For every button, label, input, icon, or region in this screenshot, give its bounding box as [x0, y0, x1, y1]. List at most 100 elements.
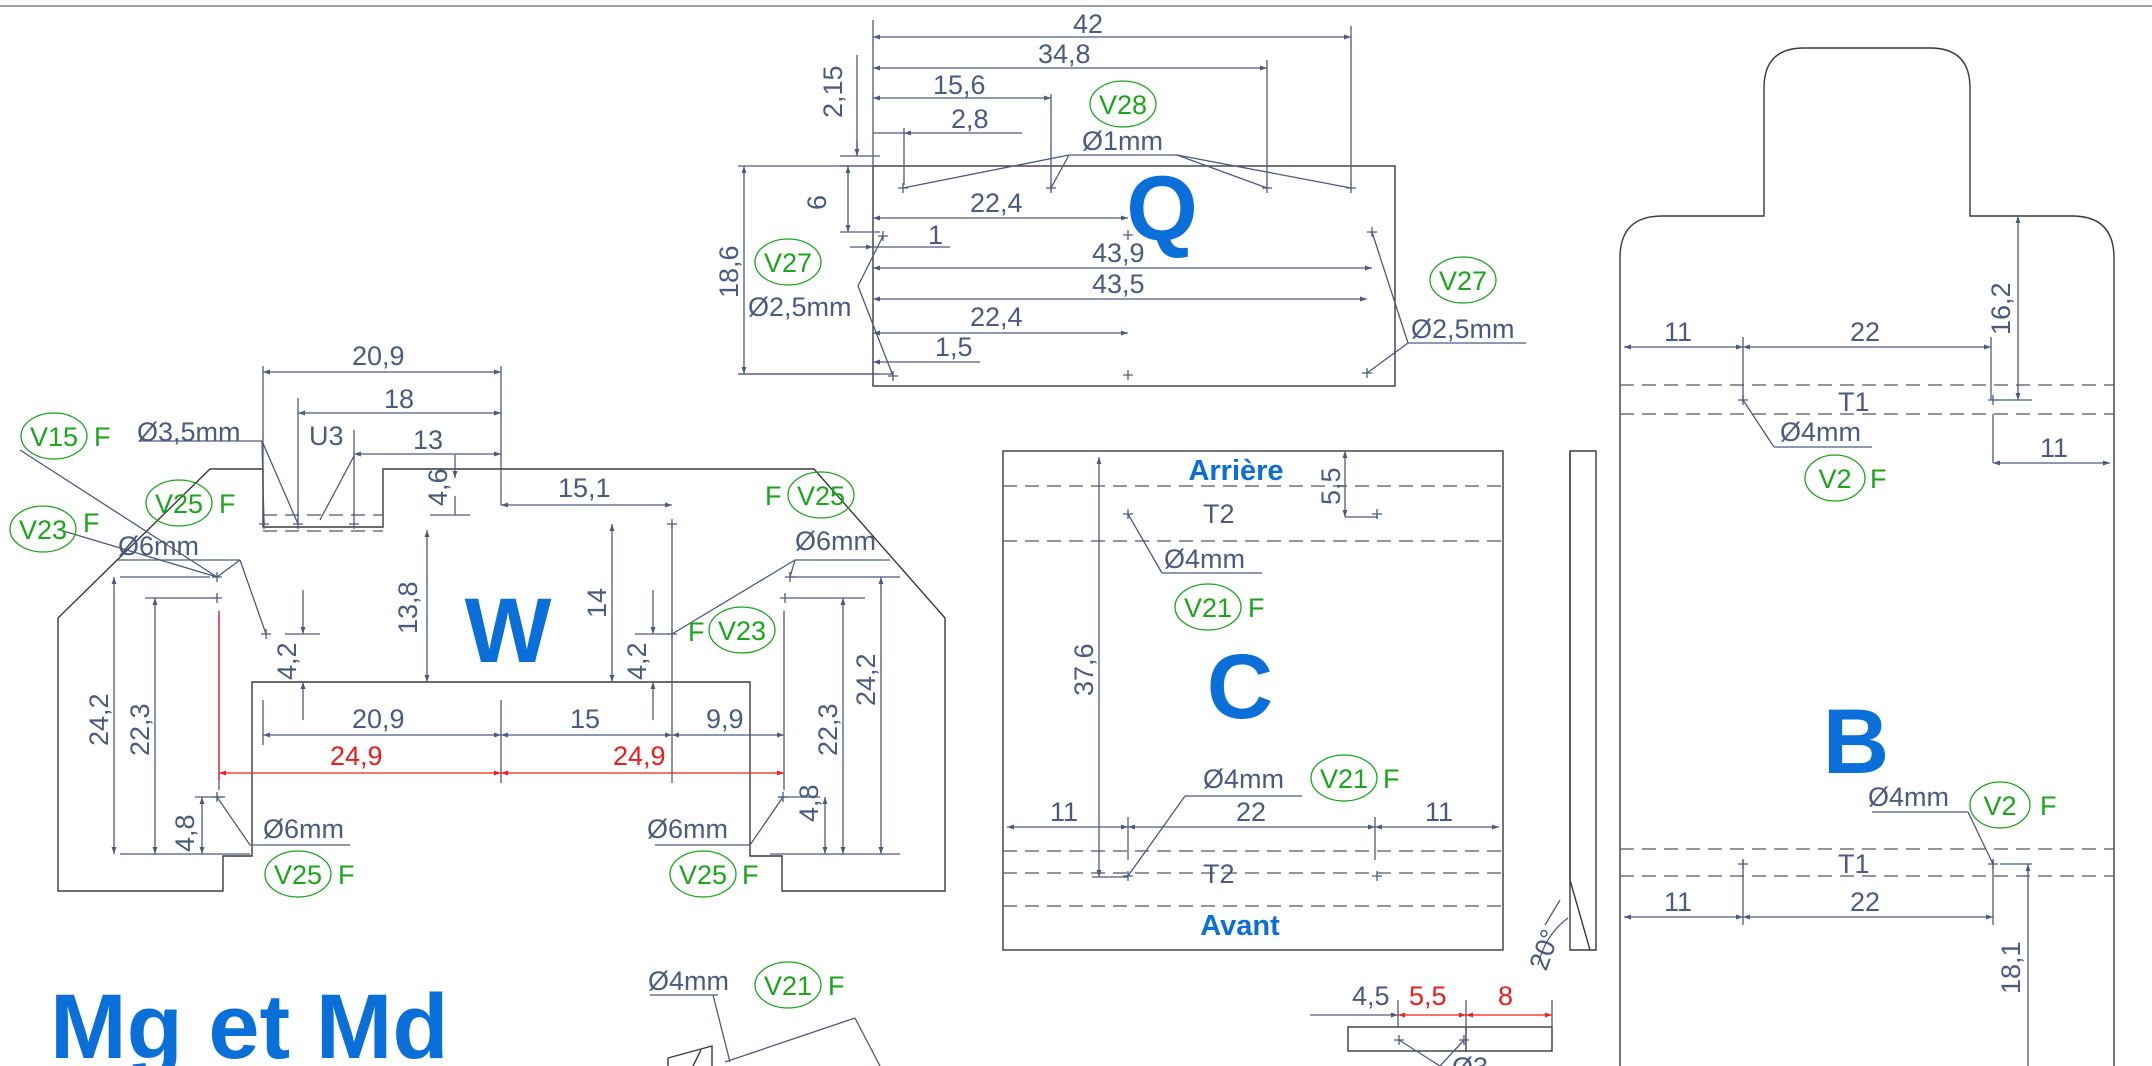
- w-dim-13-8: 13,8: [393, 530, 430, 682]
- svg-text:22,3: 22,3: [813, 703, 843, 756]
- w-tag-v23-left: V23 F: [9, 505, 100, 553]
- w-hole-3-5mm-label: Ø3,5mm: [137, 417, 241, 447]
- q-dim-1: 1: [850, 220, 950, 250]
- w-dim-4-8-right: 4,8: [794, 784, 828, 854]
- w-dim-24-9-left: 24,9: [218, 611, 501, 780]
- w-tag-v15: V15 F: [20, 412, 111, 460]
- part-c-label: C: [1207, 636, 1273, 738]
- part-b-outline: [1619, 47, 2115, 1066]
- part-q-outline: [872, 165, 1396, 387]
- part-b-t1-top: T1: [1838, 387, 1870, 417]
- w-u3-label: U3: [309, 421, 344, 451]
- svg-text:4,6: 4,6: [423, 468, 453, 506]
- small-plate-dim-5-5: 5,5: [1409, 981, 1447, 1011]
- part-b: T1 B T1 11 22 16,2 11: [1619, 47, 2115, 1066]
- svg-text:11: 11: [1050, 797, 1078, 827]
- svg-text:11: 11: [1664, 317, 1692, 347]
- svg-text:14: 14: [582, 588, 612, 618]
- w-dim-15-1: 15,1: [501, 473, 672, 508]
- part-c: Arrière T2 C T2 Avant 5,5 37,6 11 22 11: [1002, 450, 1504, 951]
- b-dim-11-top: 11: [1624, 317, 1743, 350]
- c-leaders: [1127, 513, 1302, 877]
- svg-text:F: F: [338, 860, 355, 890]
- svg-text:4,2: 4,2: [622, 642, 652, 680]
- w-dim-9-9: 9,9: [672, 704, 784, 738]
- w-hole-6mm-right-top-label: Ø6mm: [795, 526, 876, 556]
- svg-text:V27: V27: [764, 248, 812, 278]
- w-dim-14: 14: [582, 524, 615, 682]
- c-dim-22: 22: [1128, 797, 1376, 860]
- svg-text:V2: V2: [1983, 791, 2016, 821]
- w-hole-6mm-left-top-label: Ø6mm: [118, 531, 199, 561]
- svg-text:37,6: 37,6: [1069, 643, 1099, 696]
- part-c-t2-bottom: T2: [1203, 859, 1235, 889]
- mg-tag-v21: V21 F: [754, 961, 845, 1009]
- q-dim-18-6: 18,6: [714, 166, 747, 374]
- q-dim-22-4-top: 22,4: [873, 188, 1128, 221]
- q-dim-43-9: 43,9: [873, 238, 1372, 271]
- svg-text:V25: V25: [797, 481, 845, 511]
- svg-text:V23: V23: [19, 515, 67, 545]
- svg-text:13: 13: [413, 425, 443, 455]
- svg-text:F: F: [742, 860, 759, 890]
- part-c-avant-label: Avant: [1200, 910, 1280, 942]
- w-leaders: [19, 440, 890, 846]
- c-hole-4mm-top-label: Ø4mm: [1164, 544, 1245, 574]
- w-dim-4-2-right: 4,2: [622, 590, 670, 720]
- svg-text:9,9: 9,9: [706, 704, 744, 734]
- svg-text:F: F: [83, 508, 100, 538]
- w-dim-24-9-right: 24,9: [501, 741, 784, 776]
- svg-text:6: 6: [802, 195, 832, 210]
- q-dim-1-5: 1,5: [873, 332, 980, 365]
- svg-text:43,5: 43,5: [1092, 269, 1145, 299]
- svg-text:1: 1: [928, 220, 943, 250]
- svg-text:F: F: [688, 617, 705, 647]
- small-plate-dim-4-5: 4,5: [1352, 981, 1390, 1011]
- q-leaders: [857, 154, 1526, 377]
- w-tag-v25-top-left: V25 F: [145, 479, 236, 527]
- svg-text:F: F: [219, 489, 236, 519]
- part-c-t2-top: T2: [1203, 499, 1235, 529]
- c-tag-v21-top: V21 F: [1174, 583, 1265, 631]
- svg-text:V28: V28: [1099, 90, 1147, 120]
- svg-text:22,4: 22,4: [970, 188, 1023, 218]
- w-tag-v25-bottom-right: V25 F: [669, 850, 759, 898]
- svg-text:11: 11: [1664, 887, 1692, 917]
- w-tag-v23-right: F V23: [688, 606, 776, 654]
- q-hole-2-5mm-right-label: Ø2,5mm: [1411, 314, 1515, 344]
- b-dim-11-right: 11: [1993, 433, 2110, 466]
- b-hole-4mm-bottom-label: Ø4mm: [1868, 782, 1949, 812]
- svg-text:2,8: 2,8: [951, 104, 989, 134]
- b-dim-22-top: 22: [1743, 317, 1991, 350]
- c-dim-11-left: 11: [1007, 797, 1129, 860]
- mg-fragment: Ø4mm V21 F: [648, 961, 881, 1066]
- svg-text:24,9: 24,9: [613, 741, 666, 771]
- small-plate-hole-3-label: Ø3: [1452, 1052, 1488, 1066]
- svg-text:F: F: [828, 971, 845, 1001]
- b-tag-v2-top: V2 F: [1804, 454, 1887, 502]
- svg-text:15,6: 15,6: [933, 70, 986, 100]
- svg-text:F: F: [2040, 791, 2057, 821]
- w-dim-4-8-left: 4,8: [170, 797, 205, 854]
- c-dim-37-6: 37,6: [1069, 457, 1128, 878]
- side-plate-angle-20: 20°: [1523, 899, 1569, 974]
- part-w-slot: [263, 514, 383, 532]
- part-w-label: W: [465, 580, 552, 682]
- svg-text:5,5: 5,5: [1316, 467, 1346, 505]
- svg-text:22,4: 22,4: [970, 302, 1023, 332]
- w-dim-13: 13: [354, 425, 501, 457]
- svg-text:15,1: 15,1: [558, 473, 611, 503]
- svg-text:F: F: [765, 481, 782, 511]
- part-b-label: B: [1823, 691, 1889, 793]
- svg-text:V25: V25: [679, 860, 727, 890]
- svg-text:20,9: 20,9: [352, 704, 405, 734]
- svg-text:V27: V27: [1439, 266, 1487, 296]
- svg-text:34,8: 34,8: [1038, 39, 1091, 69]
- q-hole-2-5mm-left-label: Ø2,5mm: [748, 292, 852, 322]
- w-hole-6mm-right-bottom-label: Ø6mm: [647, 814, 728, 844]
- w-dim-15: 15: [501, 704, 672, 738]
- w-dim-24-2-left: 24,2: [84, 577, 117, 854]
- svg-text:16,2: 16,2: [1986, 282, 2016, 335]
- b-dim-22-bottom: 22: [1743, 887, 1993, 920]
- svg-text:18,6: 18,6: [714, 245, 744, 298]
